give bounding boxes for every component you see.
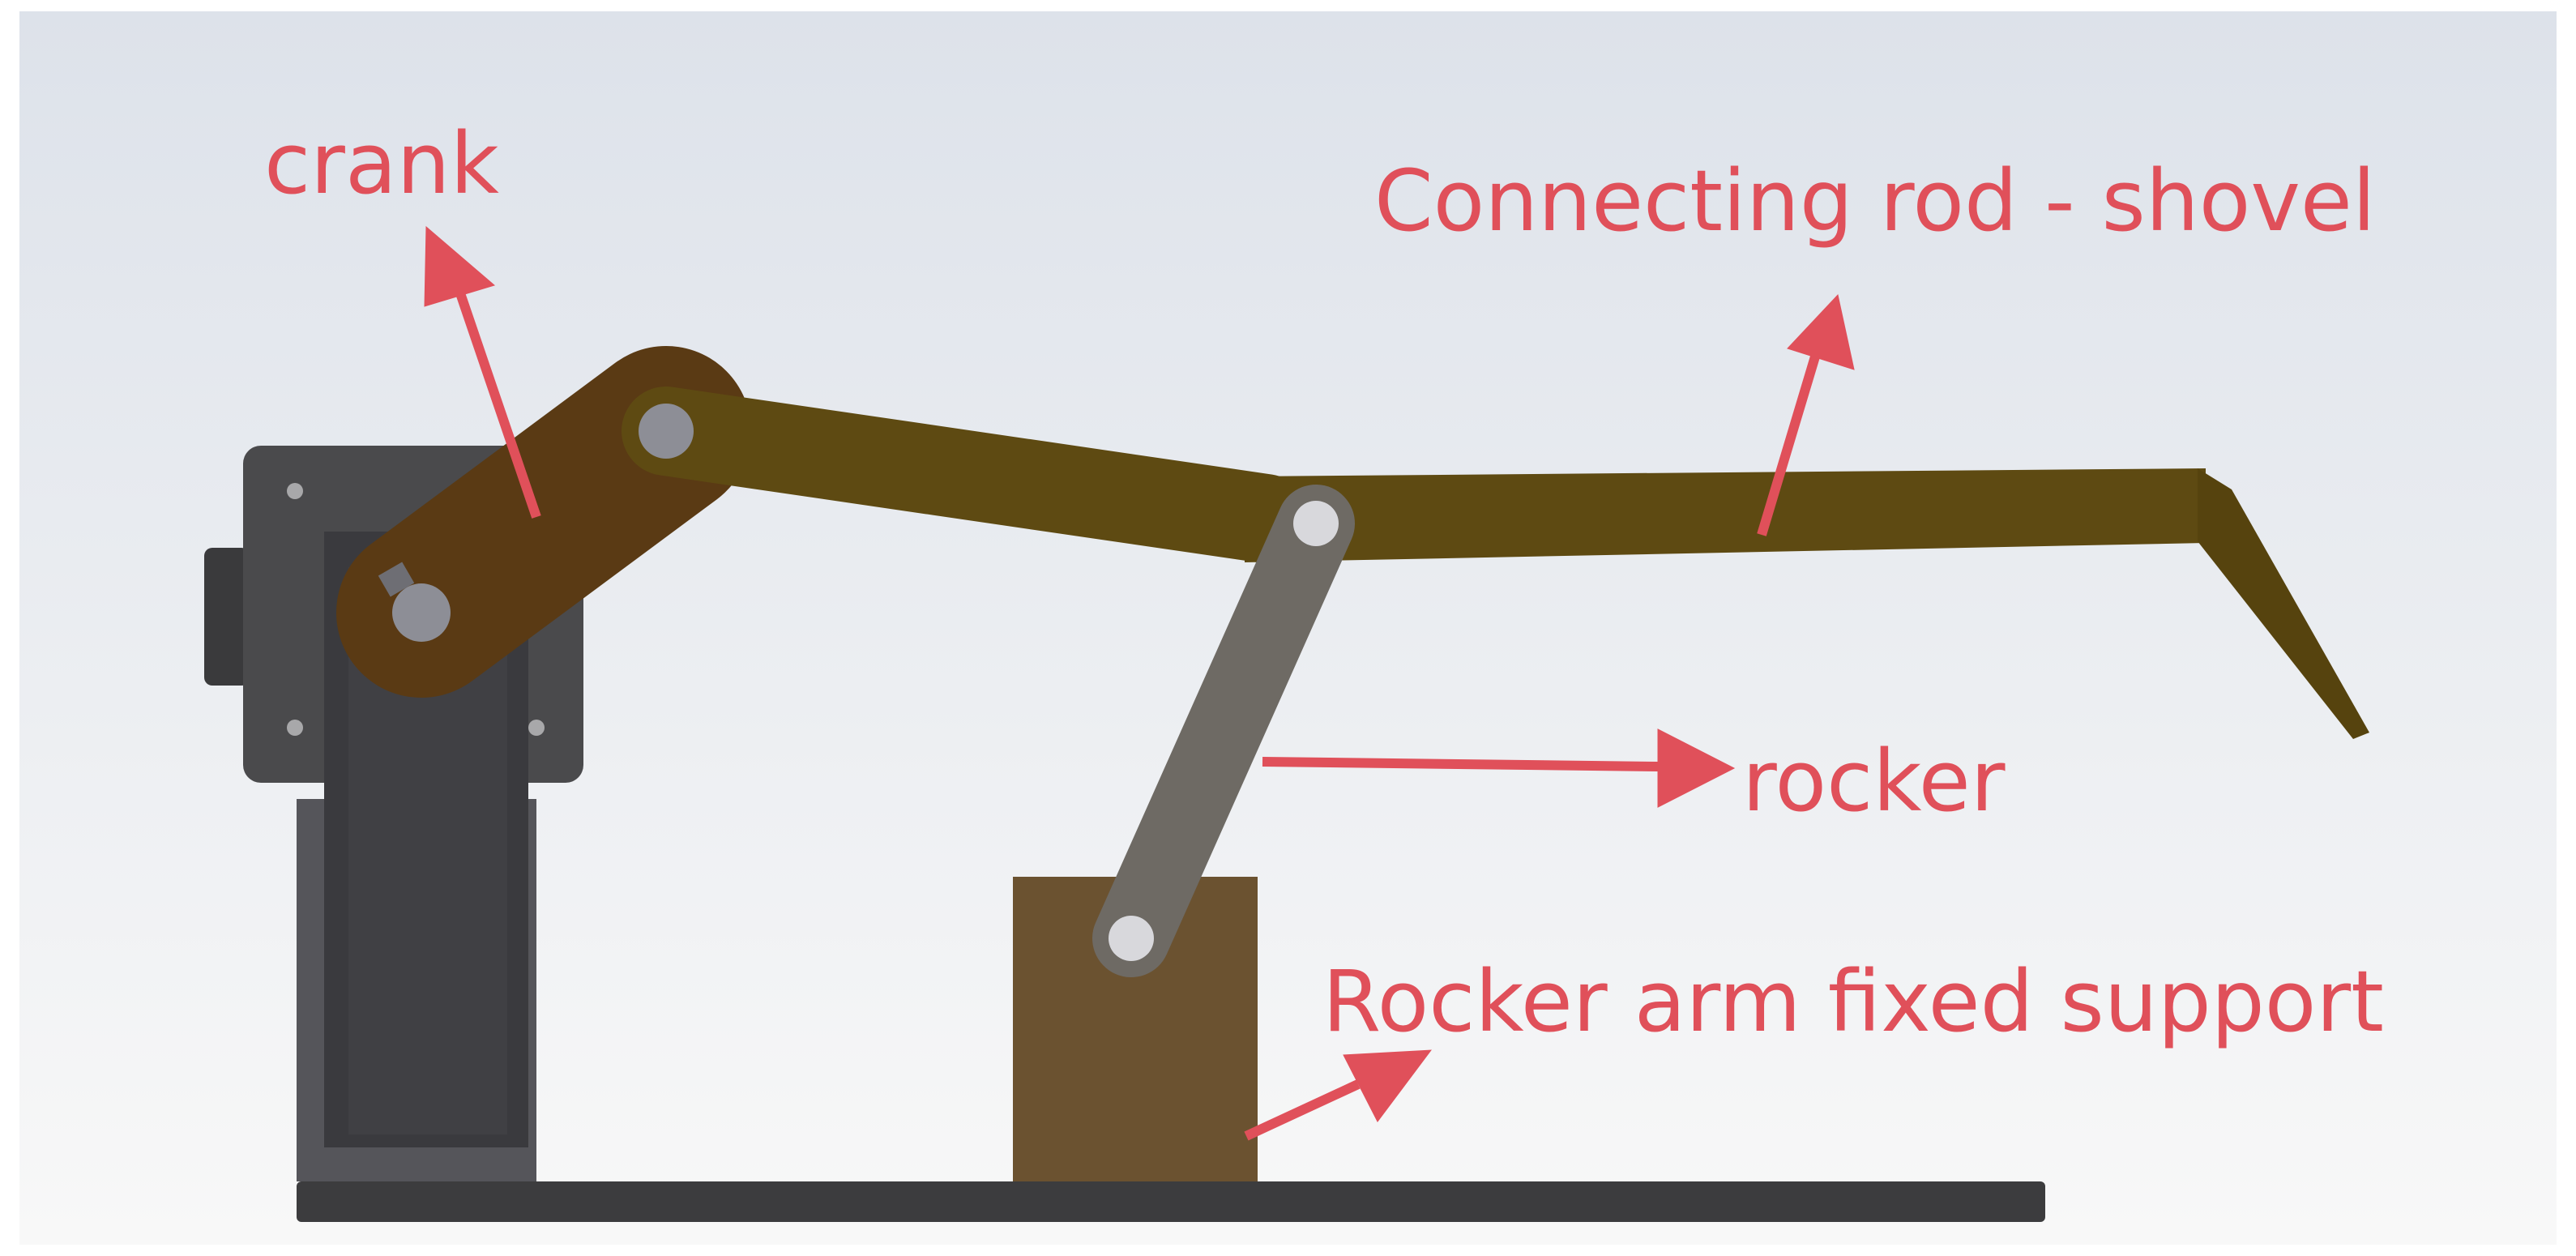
crank-link — [336, 346, 751, 698]
label-rocker-support: Rocker arm fixed support — [1322, 952, 2384, 1051]
rod-crank-pin — [639, 404, 694, 459]
base-plate — [297, 1181, 2045, 1222]
support-arrow-icon — [1244, 1049, 1433, 1141]
connecting-rod-rear — [622, 387, 1310, 563]
motor-gear — [204, 548, 250, 686]
connecting-rod-front — [1245, 468, 2206, 562]
crank-pivot-pin — [392, 583, 451, 642]
shovel-blade — [2198, 468, 2369, 739]
crank-arrow-icon — [424, 225, 541, 519]
rocker-link — [1092, 485, 1355, 977]
motor-screw — [528, 720, 545, 736]
crank-key — [378, 562, 415, 597]
rod-arrow-icon — [1757, 293, 1855, 536]
label-connecting-rod: Connecting rod - shovel — [1374, 152, 2376, 250]
label-crank: crank — [264, 114, 499, 213]
rocker-bottom-pin — [1109, 916, 1154, 961]
rocker-top-pin — [1293, 501, 1339, 546]
motor-screw — [287, 720, 303, 736]
motor-screw — [287, 483, 303, 499]
rocker-arrow-icon — [1262, 728, 1736, 808]
label-rocker: rocker — [1742, 732, 2006, 831]
